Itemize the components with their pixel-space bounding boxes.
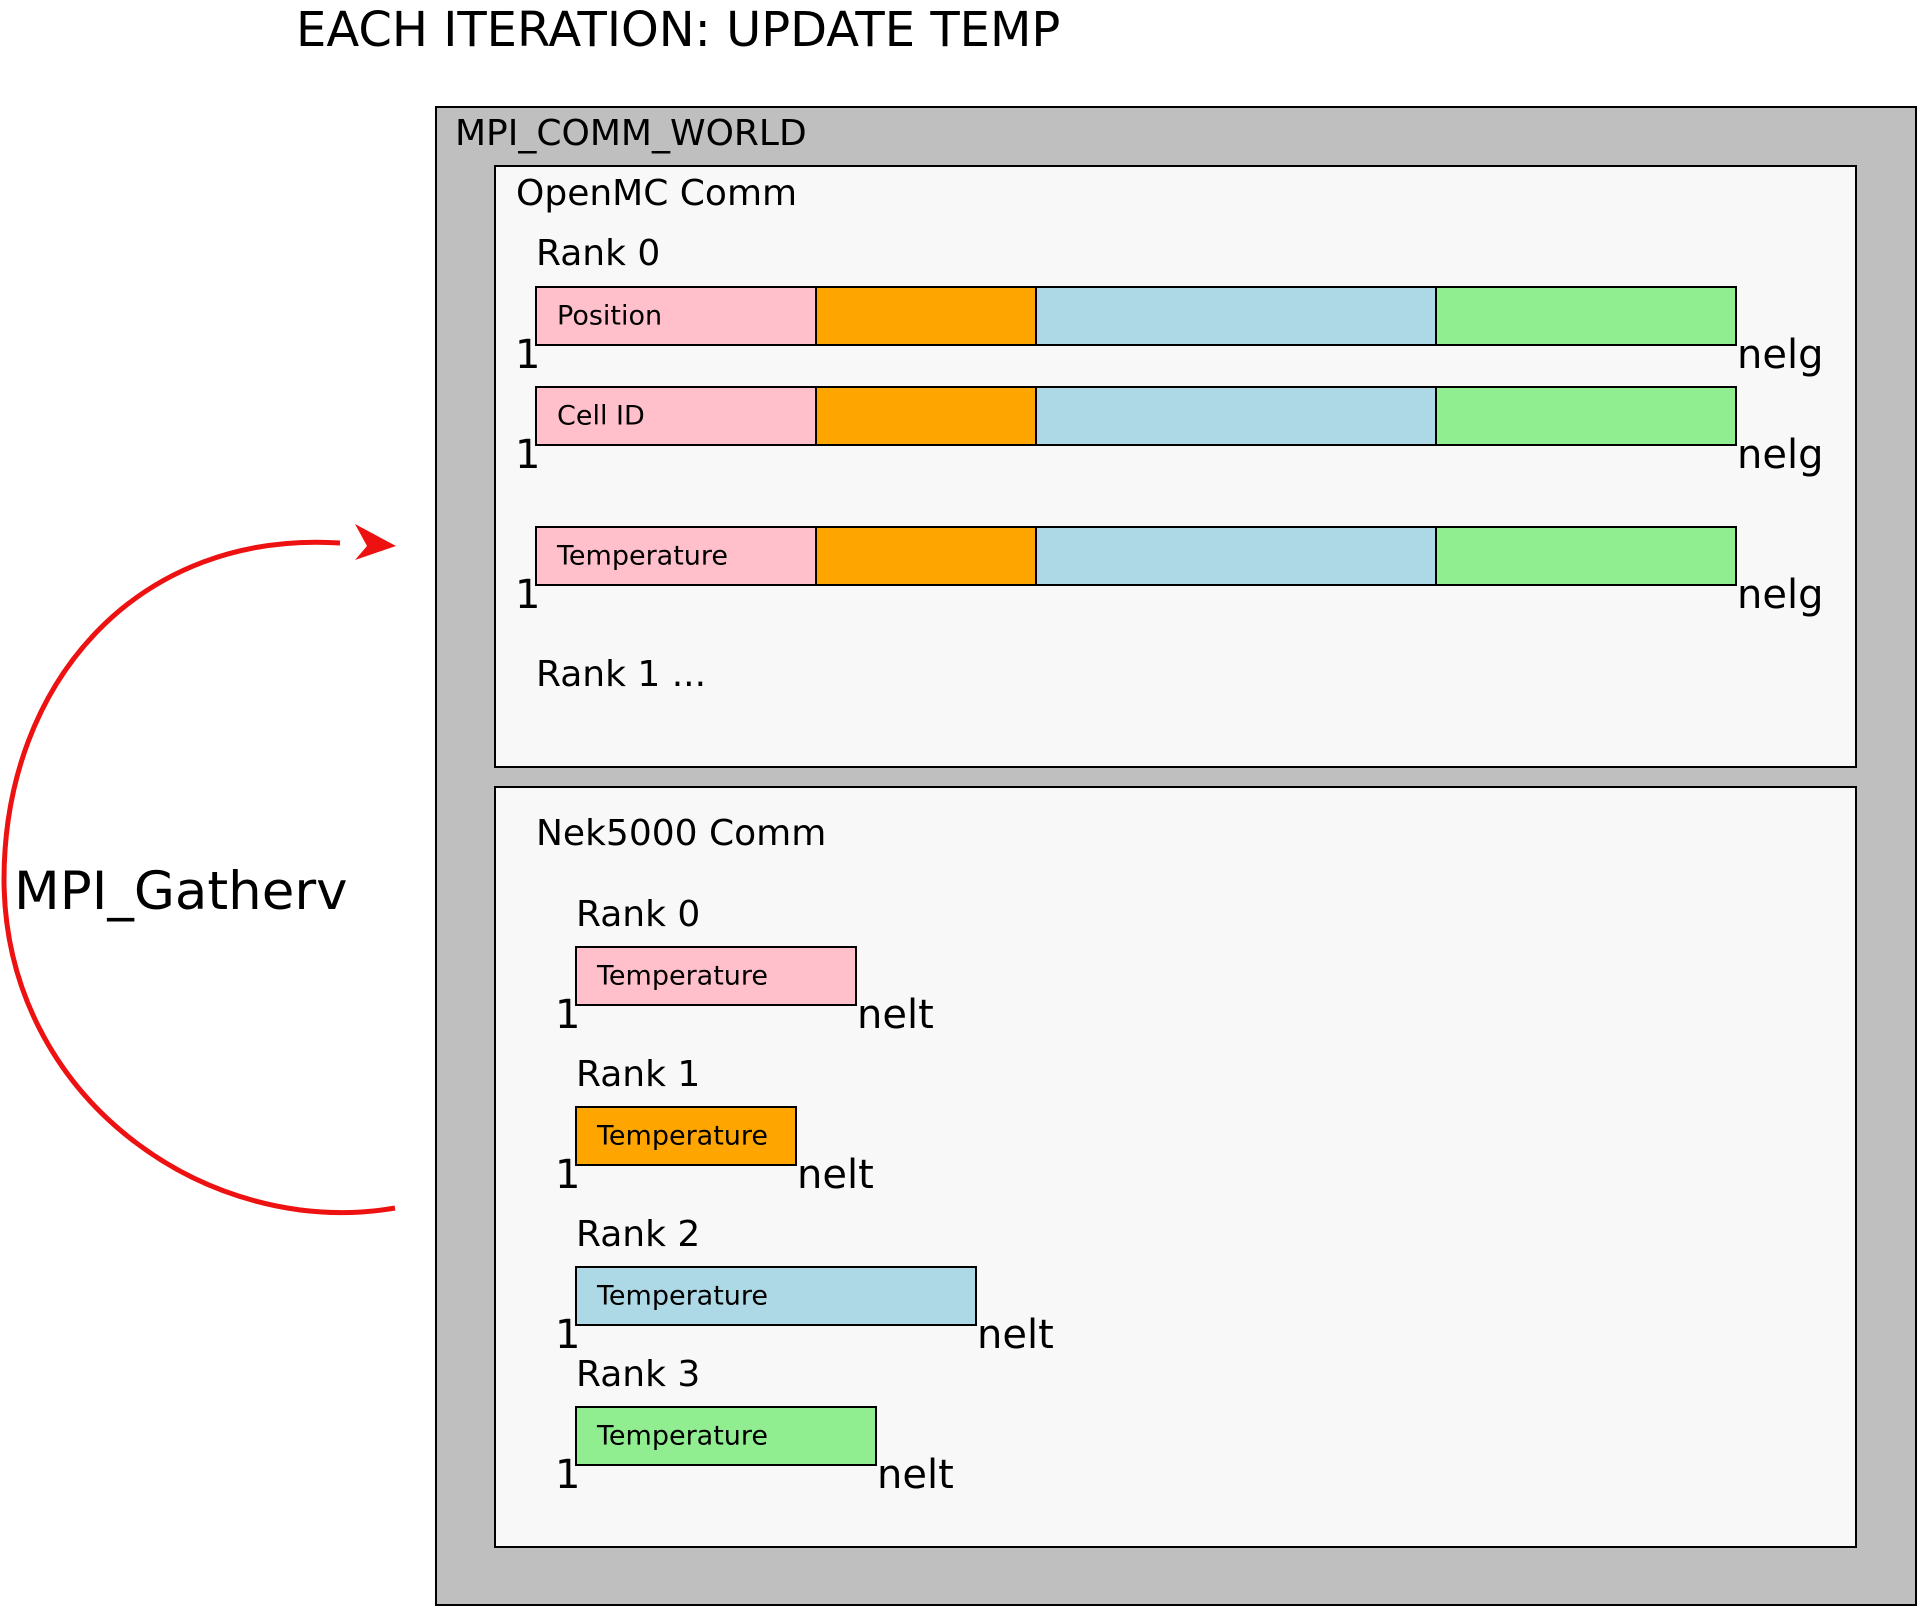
arrowhead-icon (355, 524, 396, 560)
segment-rank2 (1035, 286, 1437, 346)
array-end-index: nelt (977, 1312, 1054, 1358)
array-label: Cell ID (557, 400, 645, 432)
array-start-index: 1 (515, 432, 541, 478)
segment-rank2 (1035, 386, 1437, 446)
array-start-index: 1 (515, 332, 541, 378)
array-label: Temperature (597, 960, 769, 992)
array-start-index: 1 (515, 572, 541, 618)
segment-rank1 (815, 526, 1037, 586)
segment-rank0: Position (535, 286, 817, 346)
segment-rank1: Temperature (575, 1106, 797, 1166)
nek-rank-label: Rank 3 (576, 1354, 701, 1395)
segment-rank0: Temperature (575, 946, 857, 1006)
segment-rank2: Temperature (575, 1266, 977, 1326)
openmc-comm-box (494, 165, 1857, 768)
nek-rank-label: Rank 1 (576, 1054, 701, 1095)
nek-rank-label: Rank 0 (576, 894, 701, 935)
segment-rank0: Temperature (535, 526, 817, 586)
segment-rank2 (1035, 526, 1437, 586)
nek-rank-label: Rank 2 (576, 1214, 701, 1255)
segment-rank3 (1435, 386, 1737, 446)
array-end-index: nelg (1737, 332, 1824, 378)
array-label: Temperature (597, 1280, 769, 1312)
segment-rank0: Cell ID (535, 386, 817, 446)
array-label: Temperature (557, 540, 729, 572)
nek-rank2-temperature: Temperature (575, 1266, 977, 1326)
openmc-more-ranks-label: Rank 1 ... (536, 654, 707, 695)
array-end-index: nelt (857, 992, 934, 1038)
array-start-index: 1 (555, 1312, 581, 1358)
segment-rank1 (815, 286, 1037, 346)
nek5000-comm-label: Nek5000 Comm (536, 813, 827, 854)
openmc-rank0-label: Rank 0 (536, 233, 661, 274)
segment-rank3 (1435, 526, 1737, 586)
array-start-index: 1 (555, 992, 581, 1038)
array-label: Temperature (597, 1420, 769, 1452)
diagram-title: EACH ITERATION: UPDATE TEMP (296, 2, 1061, 58)
array-start-index: 1 (555, 1452, 581, 1498)
array-end-index: nelg (1737, 572, 1824, 618)
segment-rank1 (815, 386, 1037, 446)
nek-rank3-temperature: Temperature (575, 1406, 877, 1466)
openmc-array-cell-id: Cell ID (535, 386, 1737, 446)
array-end-index: nelt (877, 1452, 954, 1498)
segment-rank3: Temperature (575, 1406, 877, 1466)
array-label: Temperature (597, 1120, 769, 1152)
segment-rank3 (1435, 286, 1737, 346)
array-start-index: 1 (555, 1152, 581, 1198)
gather-arrow (1, 524, 396, 1215)
array-end-index: nelt (797, 1152, 874, 1198)
array-label: Position (557, 300, 663, 332)
nek-rank1-temperature: Temperature (575, 1106, 797, 1166)
gather-label: MPI_Gatherv (14, 861, 348, 922)
openmc-comm-label: OpenMC Comm (516, 173, 798, 214)
openmc-array-position: Position (535, 286, 1737, 346)
array-end-index: nelg (1737, 432, 1824, 478)
nek-rank0-temperature: Temperature (575, 946, 857, 1006)
mpi-comm-world-label: MPI_COMM_WORLD (455, 113, 807, 154)
openmc-array-temperature: Temperature (535, 526, 1737, 586)
